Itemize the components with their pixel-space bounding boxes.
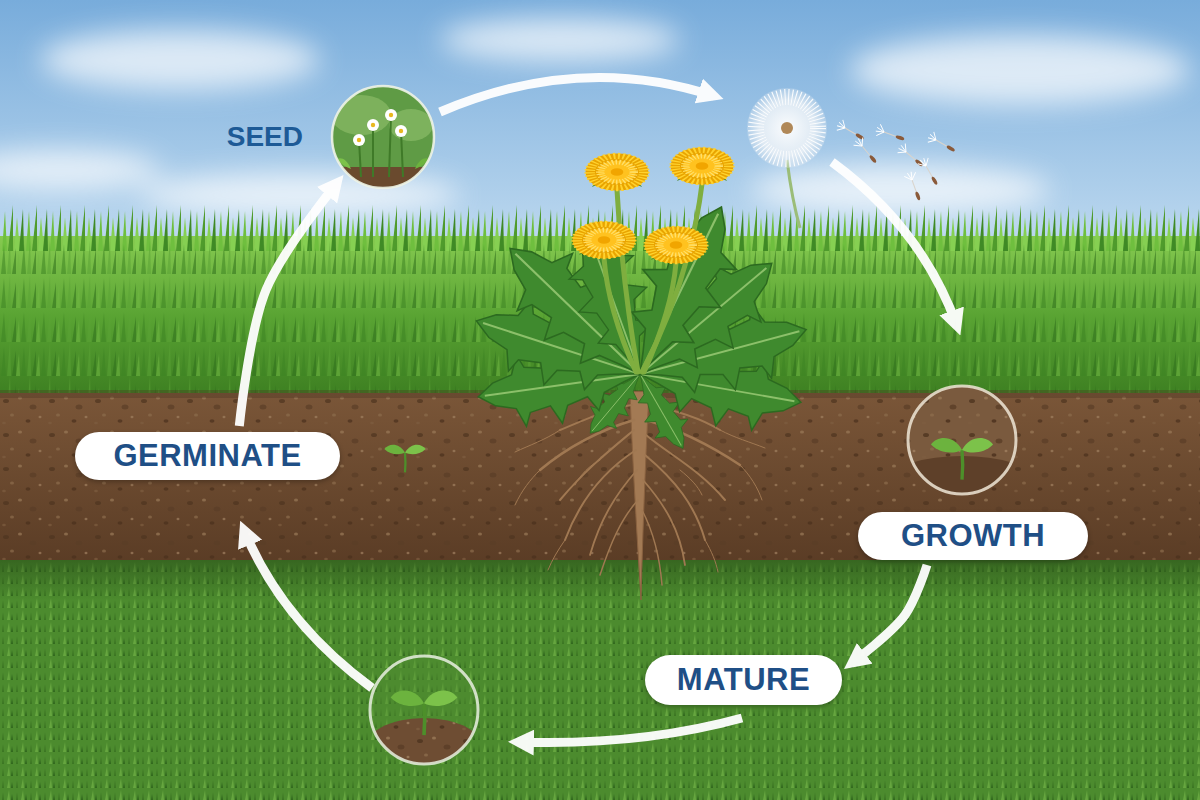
seed-circle-shape [331,167,435,189]
sprout-circle [360,650,490,786]
seed-circle-shape [331,85,435,189]
seed-head [787,160,800,228]
seed-circle-shape [385,109,397,121]
dandelion-flowers [671,147,734,184]
lawn [0,560,1200,800]
lawn [0,560,1200,800]
seed-circle-shape [357,138,361,142]
seed-head [781,122,793,134]
leaf-rosette [464,188,816,458]
flying-seeds [874,124,906,145]
taproot [705,540,718,572]
flying-seeds [896,142,926,170]
stage-label: MATURE [677,662,810,698]
seed-circle-shape [401,131,403,177]
taproot [740,465,762,500]
seed-head [756,97,818,159]
leaf-rosette [601,188,760,393]
clouds [0,150,160,190]
taproot [720,430,765,448]
seed-head [747,88,827,228]
flower-stems [604,184,702,372]
cycle-arrow [239,183,337,426]
growth-circle [931,438,993,480]
soil-seedling [384,445,425,473]
flying-seeds [835,119,958,202]
flower-stems [617,190,638,372]
taproot [600,500,638,575]
taproot [680,470,702,495]
sky [0,0,1200,420]
dandelion-flowers [573,147,734,263]
cycle-arrows [832,162,957,326]
clouds [40,30,320,90]
seed-head [747,88,827,168]
flower-stems [604,258,636,372]
taproot [560,430,634,500]
taproot [643,480,685,565]
seed-circle-shape [389,115,391,177]
growth-circle [892,380,1032,505]
taproot [548,540,565,570]
flying-seeds [904,170,925,202]
taproot [630,392,649,600]
growth-circle [892,380,1032,505]
seed-circle-shape [331,85,435,189]
growth-circle [908,386,1016,494]
clouds [0,18,1190,217]
taproot [590,470,637,555]
taproot [515,470,540,505]
clouds [440,18,680,62]
seed-circle-shape [372,125,374,177]
cycle-arrows [518,718,742,743]
lawn [0,560,1200,600]
flying-seeds [835,119,867,144]
stage-label: SEED [227,121,303,153]
dandelion-flowers [645,226,708,263]
flying-seeds [926,131,958,156]
cycle-arrow [852,565,927,663]
stage-pill: GROWTH [858,512,1088,560]
seed-circle-shape [399,129,403,133]
taproot [515,392,765,600]
flying-seeds [917,156,942,188]
taproot [642,510,662,585]
sprout-circle [391,690,458,735]
cycle-arrows [244,530,372,688]
seed-circle-shape [331,85,435,189]
dandelion-flowers [586,153,649,190]
taproot [575,460,600,485]
stage-circle: SEED [331,85,435,189]
clouds [850,35,1190,105]
seed-circle-shape [395,125,407,137]
stage-label: GROWTH [901,518,1045,554]
flying-seeds [852,136,880,166]
seed-circle-shape [331,95,391,135]
stage-label: GERMINATE [113,438,301,474]
dandelion-flowers [573,221,636,258]
sprout-circle [370,656,478,764]
seed-circle-shape [367,119,379,131]
stage-pill: MATURE [645,655,842,705]
flower-stems [644,263,676,372]
cycle-arrows [244,77,957,742]
stage-pill: GERMINATE [75,432,340,480]
taproot [515,430,560,452]
seed-circle-shape [389,113,393,117]
seed-circle-shape [332,86,434,188]
seed-circle-shape [371,123,375,127]
flower-stems [642,184,702,372]
soil-seedling [384,445,425,473]
cycle-arrows [440,77,714,112]
sprout-circle [360,650,490,786]
seed-circle-shape [353,134,365,146]
